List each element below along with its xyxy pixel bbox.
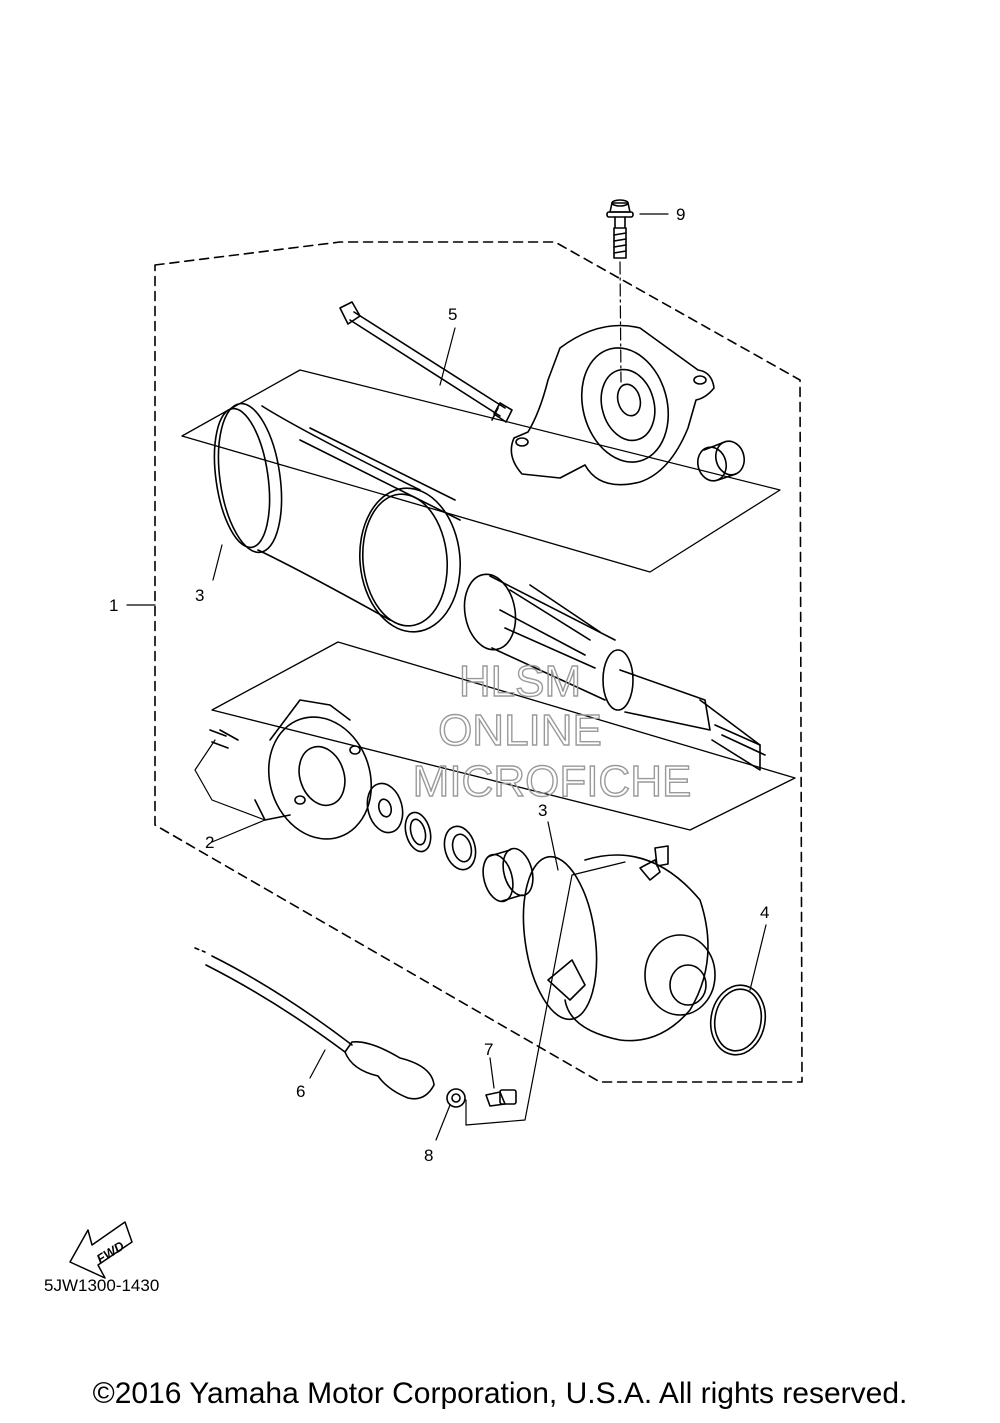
callout-7: 7 bbox=[484, 1040, 493, 1059]
callout-9: 9 bbox=[676, 205, 685, 224]
lower-plane bbox=[211, 641, 796, 831]
callout-8: 8 bbox=[424, 1146, 433, 1165]
upper-plane bbox=[181, 369, 781, 573]
callouts: 1 2 3 3 4 5 6 7 8 9 bbox=[109, 205, 769, 1165]
bushing-icon bbox=[696, 440, 746, 482]
front-cover-icon bbox=[522, 845, 716, 1042]
yoke-icon bbox=[213, 402, 462, 633]
bearing-icon bbox=[443, 825, 534, 903]
svg-text:MICROFICHE: MICROFICHE bbox=[413, 757, 692, 806]
assembly-boundary bbox=[154, 241, 803, 1083]
brush-holder-icon bbox=[209, 699, 373, 840]
callout-4: 4 bbox=[760, 903, 769, 922]
svg-text:ONLINE: ONLINE bbox=[438, 706, 602, 755]
callout-5: 5 bbox=[448, 305, 457, 324]
callout-6: 6 bbox=[296, 1082, 305, 1101]
callout-3a: 3 bbox=[195, 586, 204, 605]
callout-1: 1 bbox=[109, 596, 118, 615]
callout-2: 2 bbox=[205, 833, 214, 852]
o-ring-icon bbox=[709, 984, 767, 1056]
bolt-icon bbox=[606, 199, 634, 383]
fwd-arrow-icon bbox=[69, 1221, 133, 1279]
through-bolt-icon bbox=[339, 301, 513, 423]
armature-icon bbox=[463, 573, 766, 771]
callout-3b: 3 bbox=[538, 801, 547, 820]
nut-icon bbox=[446, 1088, 517, 1108]
svg-text:HLSM: HLSM bbox=[459, 657, 581, 706]
watermark: HLSM ONLINE MICROFICHE bbox=[412, 656, 692, 806]
copyright-notice: ©2016 Yamaha Motor Corporation, U.S.A. A… bbox=[92, 1377, 908, 1410]
drawing-code: 5JW1300-1430 bbox=[44, 1276, 160, 1295]
end-cover-icon bbox=[510, 324, 715, 486]
washer-icon bbox=[366, 782, 432, 853]
lead-wire-icon bbox=[194, 947, 435, 1100]
fwd-label: FWD bbox=[94, 1238, 128, 1267]
